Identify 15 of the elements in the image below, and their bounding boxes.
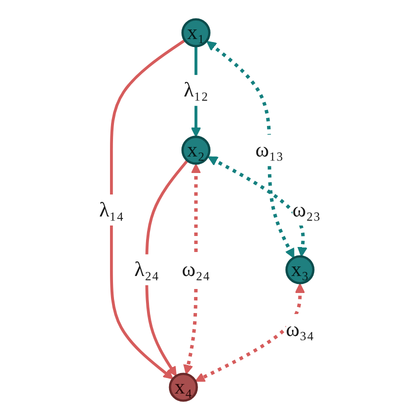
- edge-label: λ₁₂: [184, 78, 208, 102]
- node-circle: x₃: [286, 255, 315, 284]
- edge-label: λ₁₄: [99, 198, 124, 221]
- arrow: [195, 283, 306, 382]
- node-circle: x₄: [169, 372, 198, 402]
- edge-label: ω₂₃: [292, 198, 321, 221]
- edge-label: ω₂₄: [182, 258, 210, 281]
- edge-label: ω₁₃: [256, 138, 284, 162]
- edge-label: λ₂₄: [134, 258, 160, 281]
- node-circle: x₁: [182, 18, 211, 48]
- arrow: [206, 40, 294, 258]
- node-circle: x₂: [182, 136, 211, 165]
- arrow: [208, 156, 308, 257]
- edge-label: ω₃₄: [286, 318, 314, 341]
- arrow: [110, 39, 186, 380]
